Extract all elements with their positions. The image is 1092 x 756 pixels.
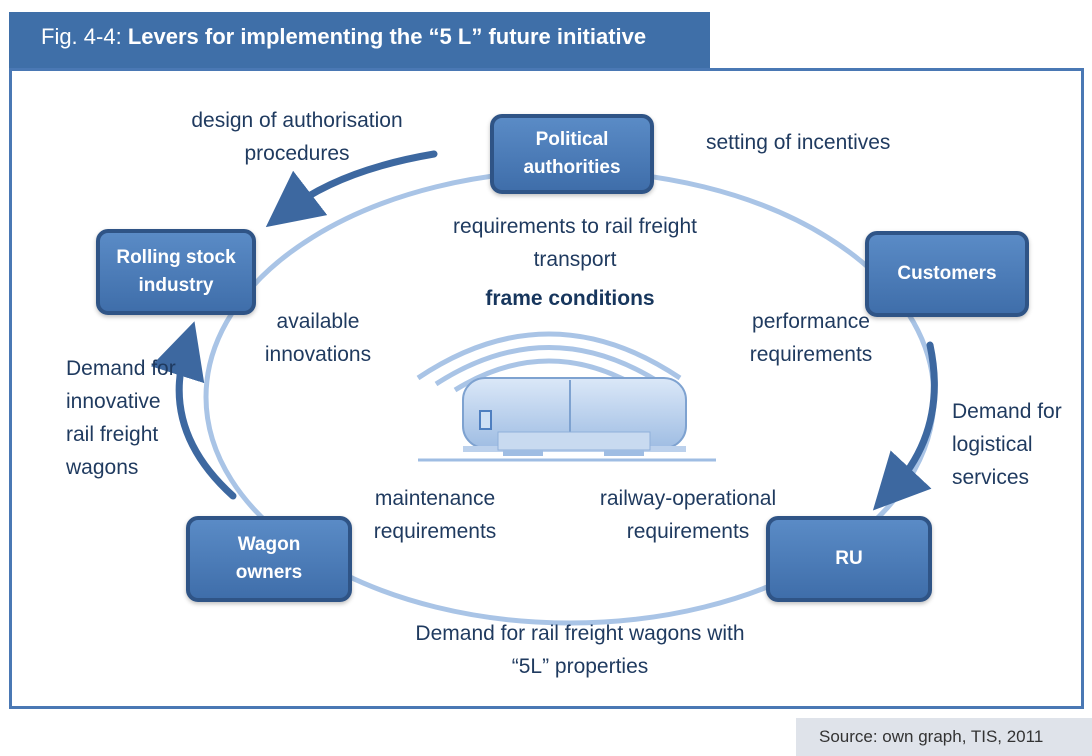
- node-political-line2: authorities: [523, 157, 621, 178]
- node-ru: RU: [766, 516, 932, 602]
- label-demand-5l-line1: Demand for rail freight wagons with: [415, 622, 745, 645]
- node-rolling-line2: industry: [138, 275, 214, 296]
- node-customers-line1: Customers: [897, 263, 997, 284]
- label-available-innovations-line2: innovations: [264, 343, 372, 366]
- label-railway-operational-line1: railway-operational: [599, 487, 777, 510]
- label-design-authorisation-line2: procedures: [244, 142, 350, 165]
- label-requirements-transport-line2: transport: [533, 248, 617, 271]
- label-demand-logistical-line2: logistical: [952, 433, 1033, 456]
- node-customers: Customers: [865, 231, 1029, 317]
- source-note: Source: own graph, TIS, 2011: [796, 718, 1092, 756]
- label-maintenance-requirements: maintenance requirements: [360, 482, 510, 548]
- label-available-innovations-line1: available: [276, 310, 360, 333]
- label-maintenance-line2: requirements: [373, 520, 497, 543]
- label-demand-innovative-line4: wagons: [66, 456, 139, 479]
- label-frame-conditions: frame conditions: [440, 282, 700, 315]
- label-performance-line2: requirements: [749, 343, 873, 366]
- label-setting-incentives: setting of incentives: [706, 126, 890, 159]
- node-ru-line1: RU: [835, 548, 863, 569]
- label-available-innovations: available innovations: [250, 305, 386, 371]
- node-wagon-line2: owners: [235, 562, 303, 583]
- label-demand-innovative-line3: rail freight: [66, 423, 159, 446]
- label-demand-innovative-line2: innovative: [66, 390, 161, 413]
- label-setting-incentives-line1: setting of incentives: [706, 131, 891, 154]
- label-demand-innovative-line1: Demand for: [66, 357, 176, 380]
- arrow-innovative: [150, 321, 237, 500]
- figure-title-bar: Fig. 4-4: Levers for implementing the “5…: [9, 12, 710, 70]
- freight-wagon-illustration: [418, 377, 716, 462]
- label-design-authorisation-line1: design of authorisation: [191, 109, 403, 132]
- node-political-authorities: Political authorities: [490, 114, 654, 194]
- node-rolling-line1: Rolling stock: [116, 247, 236, 268]
- label-railway-operational-requirements: railway-operational requirements: [578, 482, 798, 548]
- arrow-authorisation: [265, 150, 438, 228]
- figure-title: Levers for implementing the “5 L” future…: [127, 24, 647, 49]
- label-performance-requirements: performance requirements: [738, 305, 884, 371]
- label-demand-innovative-wagons: Demand for innovative rail freight wagon…: [66, 352, 176, 484]
- label-requirements-transport-line1: requirements to rail freight: [453, 215, 697, 238]
- figure-label: Fig. 4-4:: [41, 24, 122, 49]
- node-political-line1: Political: [535, 129, 609, 150]
- node-wagon-line1: Wagon: [237, 534, 301, 555]
- label-design-authorisation: design of authorisation procedures: [160, 104, 434, 170]
- label-demand-5l-wagons: Demand for rail freight wagons with “5L”…: [380, 617, 780, 683]
- label-demand-logistical-line3: services: [952, 466, 1030, 489]
- label-railway-operational-line2: requirements: [626, 520, 750, 543]
- label-performance-line1: performance: [752, 310, 870, 333]
- label-frame-conditions-line1: frame conditions: [485, 287, 655, 310]
- label-demand-logistical-line1: Demand for: [952, 400, 1062, 423]
- label-maintenance-line1: maintenance: [374, 487, 496, 510]
- node-wagon-owners: Wagon owners: [186, 516, 352, 602]
- arrow-logistical: [872, 341, 938, 511]
- label-demand-logistical-services: Demand for logistical services: [952, 395, 1062, 494]
- label-demand-5l-line2: “5L” properties: [511, 655, 649, 678]
- label-requirements-transport: requirements to rail freight transport: [430, 210, 720, 276]
- node-rolling-stock-industry: Rolling stock industry: [96, 229, 256, 315]
